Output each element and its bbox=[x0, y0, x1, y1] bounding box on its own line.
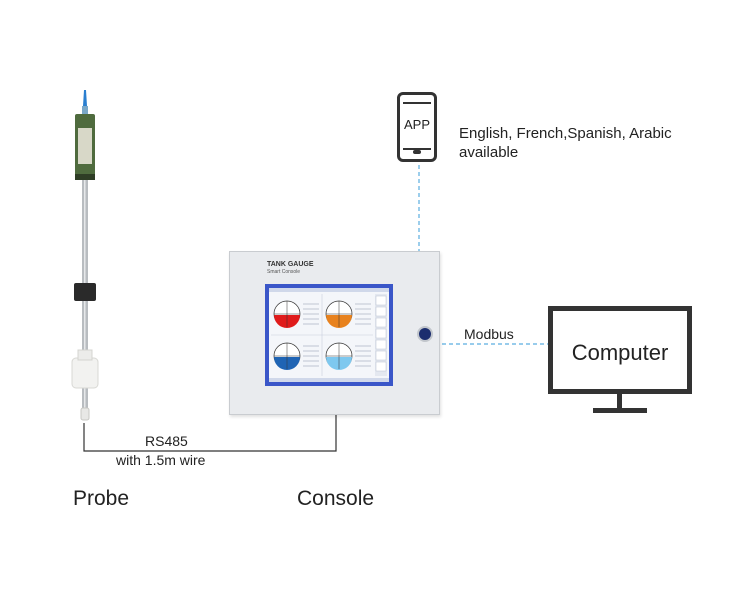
app-label: APP bbox=[403, 117, 430, 132]
app-languages: English, French,Spanish, Arabic bbox=[459, 125, 672, 142]
monitor-base bbox=[593, 408, 647, 413]
modbus-label: Modbus bbox=[464, 326, 514, 342]
power-button[interactable] bbox=[417, 326, 433, 342]
computer-label: Computer bbox=[571, 340, 669, 365]
computer-monitor bbox=[548, 306, 692, 394]
rs485-wire bbox=[83, 413, 337, 452]
app-availability: available bbox=[459, 144, 519, 161]
console-brand: TANK GAUGE bbox=[267, 261, 314, 268]
tank-gauge-3 bbox=[273, 342, 301, 370]
console-screen bbox=[265, 284, 393, 386]
app-phone-icon: APP bbox=[397, 92, 437, 162]
tank-gauge-2 bbox=[325, 300, 353, 328]
wire-label: with 1.5m wire bbox=[116, 452, 206, 468]
console-panel: TANK GAUGE Smart Console bbox=[229, 251, 440, 415]
console-label: Console bbox=[297, 487, 375, 510]
rs485-label: RS485 bbox=[145, 433, 188, 449]
probe-sensor bbox=[71, 90, 99, 421]
console-subtitle: Smart Console bbox=[267, 269, 301, 275]
tank-dashboard bbox=[269, 288, 389, 382]
tank-gauge-1 bbox=[273, 300, 301, 328]
tank-gauge-4 bbox=[325, 342, 353, 370]
monitor-stand bbox=[617, 394, 622, 408]
probe-label: Probe bbox=[73, 487, 130, 510]
